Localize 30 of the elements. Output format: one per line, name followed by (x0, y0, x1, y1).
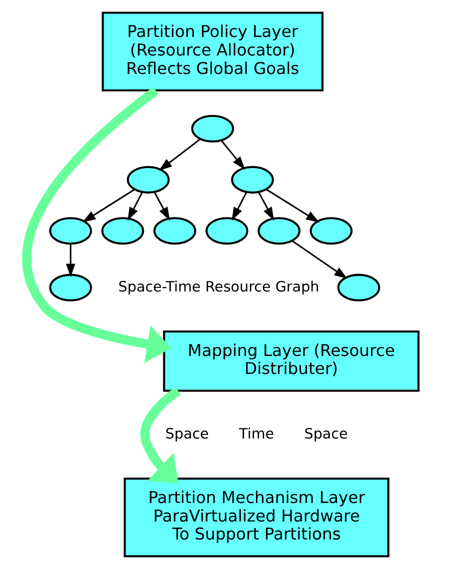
arrow (140, 387, 180, 484)
label: Space (304, 426, 348, 442)
node-circle (309, 217, 352, 245)
node-box: Partition Policy Layer (Resource Allocator) Reflects Global Goals (101, 12, 323, 92)
arrow (158, 138, 200, 171)
arrow (22, 86, 171, 364)
arrow (82, 188, 134, 222)
node-box: Partition Mechanism Layer ParaVirtualized Hardware To Support Partitions (123, 478, 389, 558)
arrow (257, 192, 274, 221)
arrow (153, 192, 170, 221)
node-circle (230, 166, 274, 194)
arrow (127, 192, 143, 221)
node-circle (190, 114, 234, 142)
arrow (265, 188, 319, 222)
node-circle (152, 217, 196, 245)
node-circle (257, 217, 300, 245)
arrow (65, 244, 75, 278)
node-circle (48, 274, 92, 302)
node-box: Mapping Layer (Resource Distributer) (162, 330, 420, 392)
label: Time (238, 426, 274, 442)
node-circle (48, 217, 92, 245)
node-circle (204, 217, 248, 245)
node-circle (336, 274, 380, 302)
node-circle (100, 217, 144, 245)
arrow (220, 140, 245, 170)
label: Space (164, 426, 208, 442)
node-circle (126, 166, 170, 194)
arrow (291, 240, 347, 279)
label: Space-Time Resource Graph (118, 279, 319, 296)
arrow (231, 192, 247, 221)
